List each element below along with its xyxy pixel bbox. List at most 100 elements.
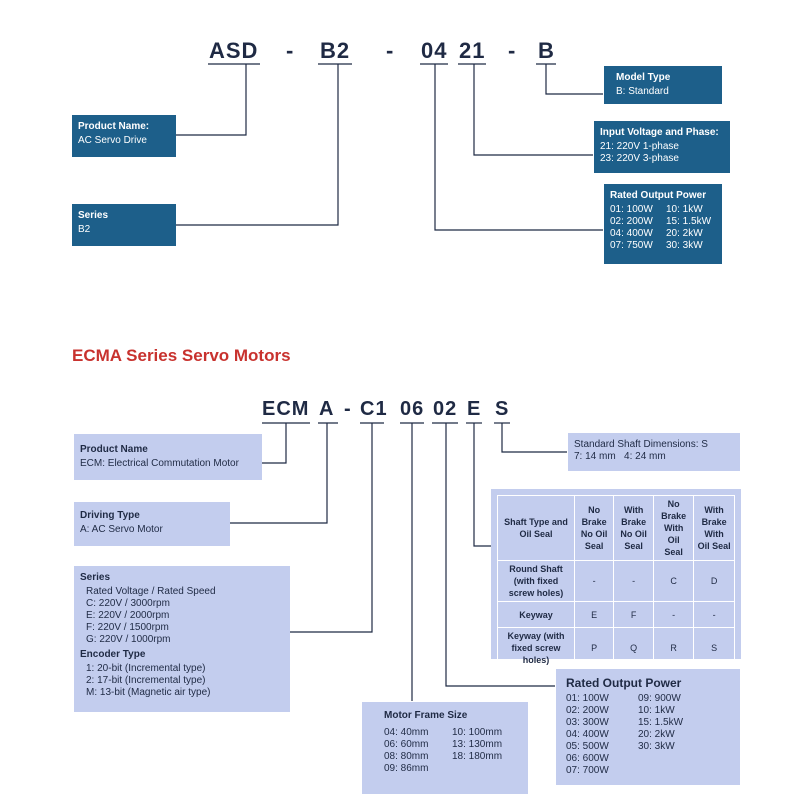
shaft-table-cell: - bbox=[693, 601, 735, 628]
shaft-dim-desc: 7: 14 mm 4: 24 mm bbox=[574, 451, 666, 462]
shaft-table-header: With Brake No Oil Seal bbox=[613, 495, 655, 561]
encoder-line: M: 13-bit (Magnetic air type) bbox=[86, 687, 211, 698]
drive-power-item: 20: 2kW bbox=[666, 228, 703, 239]
motor-power-item: 20: 2kW bbox=[638, 729, 675, 740]
frame-size-item: 09: 86mm bbox=[384, 763, 429, 774]
motor-series-title: Series bbox=[80, 572, 111, 583]
shaft-table-cell: - bbox=[573, 560, 615, 602]
input-voltage-box: Input Voltage and Phase: 21: 220V 1-phas… bbox=[594, 121, 730, 173]
motor-code-06: 06 bbox=[400, 398, 425, 420]
frame-size-item: 10: 100mm bbox=[452, 727, 503, 738]
frame-size-title: Motor Frame Size bbox=[384, 710, 468, 721]
shaft-table-cell: R bbox=[653, 627, 695, 669]
drive-power-item: 01: 100W bbox=[610, 204, 653, 215]
shaft-table-box: Shaft Type and Oil Seal No Brake No Oil … bbox=[491, 489, 741, 669]
model-type-desc: B: Standard bbox=[616, 86, 669, 97]
shaft-table-header: With Brake With Oil Seal bbox=[693, 495, 735, 561]
drive-code-asd: ASD bbox=[209, 38, 259, 63]
series-line: C: 220V / 3000rpm bbox=[86, 598, 170, 609]
shaft-table-cell: P bbox=[573, 627, 615, 669]
shaft-table-cell: Keyway (with fixed screw holes) bbox=[497, 627, 575, 669]
motor-power-item bbox=[638, 765, 730, 777]
drive-product-name-box: Product Name: AC Servo Drive bbox=[72, 115, 176, 157]
motor-power-item: 03: 300W bbox=[566, 717, 609, 728]
drive-power-item: 04: 400W bbox=[610, 228, 653, 239]
motor-rated-power-title: Rated Output Power bbox=[566, 676, 682, 690]
drive-series-title: Series bbox=[78, 210, 109, 221]
driving-type-box: Driving Type A: AC Servo Motor bbox=[74, 502, 230, 546]
motor-product-name-desc: ECM: Electrical Commutation Motor bbox=[80, 458, 239, 469]
motor-product-name-box: Product Name ECM: Electrical Commutation… bbox=[74, 434, 262, 480]
motor-product-name-title: Product Name bbox=[80, 444, 148, 455]
drive-code-dash1: - bbox=[286, 38, 295, 63]
shaft-table-cell: E bbox=[573, 601, 615, 628]
drive-product-name-desc: AC Servo Drive bbox=[78, 135, 147, 146]
motor-power-item: 02: 200W bbox=[566, 705, 609, 716]
frame-size-item: 06: 60mm bbox=[384, 739, 429, 750]
drive-code-dash3: - bbox=[508, 38, 517, 63]
frame-size-item: 04: 40mm bbox=[384, 727, 429, 738]
drive-code-04: 04 bbox=[421, 38, 448, 63]
shaft-dim-box: Standard Shaft Dimensions: S 7: 14 mm 4:… bbox=[568, 433, 740, 471]
driving-type-desc: A: AC Servo Motor bbox=[80, 524, 163, 535]
shaft-table-header: No Brake No Oil Seal bbox=[573, 495, 615, 561]
motor-power-item: 01: 100W bbox=[566, 693, 609, 704]
motor-power-item: 10: 1kW bbox=[638, 705, 675, 716]
series-line: G: 220V / 1000rpm bbox=[86, 634, 171, 645]
motor-series-box: Series Rated Voltage / Rated Speed C: 22… bbox=[74, 566, 290, 712]
shaft-table-cell: - bbox=[653, 601, 695, 628]
drive-code-b: B bbox=[538, 38, 555, 63]
motor-power-item: 09: 900W bbox=[638, 693, 681, 704]
shaft-table: Shaft Type and Oil Seal No Brake No Oil … bbox=[497, 495, 735, 669]
model-type-box: Model Type B: Standard bbox=[604, 66, 722, 104]
frame-size-item: 13: 130mm bbox=[452, 739, 503, 750]
motor-code-dash: - bbox=[344, 398, 352, 420]
shaft-table-cell: F bbox=[613, 601, 655, 628]
shaft-table-cell: D bbox=[693, 560, 735, 602]
motor-power-item: 04: 400W bbox=[566, 729, 609, 740]
motor-code-ecm: ECM bbox=[262, 398, 310, 420]
drive-rated-power-box: Rated Output Power 01: 100W 10: 1kW 02: … bbox=[604, 184, 722, 264]
model-type-title: Model Type bbox=[616, 72, 671, 83]
shaft-table-header: No Brake With Oil Seal bbox=[653, 495, 695, 561]
input-voltage-line-1: 21: 220V 1-phase bbox=[600, 141, 679, 152]
drive-code-b2: B2 bbox=[320, 38, 351, 63]
encoder-line: 1: 20-bit (Incremental type) bbox=[86, 663, 206, 674]
shaft-table-cell: Round Shaft (with fixed screw holes) bbox=[497, 560, 575, 602]
shaft-table-header: Shaft Type and Oil Seal bbox=[497, 495, 575, 561]
shaft-table-cell: Keyway bbox=[497, 601, 575, 628]
drive-power-item: 02: 200W bbox=[610, 216, 653, 227]
drive-power-item: 07: 750W bbox=[610, 240, 653, 251]
motor-power-item bbox=[638, 753, 730, 765]
drive-rated-power-title: Rated Output Power bbox=[610, 190, 707, 201]
series-line: E: 220V / 2000rpm bbox=[86, 610, 170, 621]
frame-size-box: Motor Frame Size 04: 40mm 10: 100mm 06: … bbox=[362, 702, 528, 794]
motor-code-e: E bbox=[467, 398, 482, 420]
driving-type-title: Driving Type bbox=[80, 510, 140, 521]
drive-code-21: 21 bbox=[459, 38, 486, 63]
motor-code-s: S bbox=[495, 398, 510, 420]
motor-power-item: 15: 1.5kW bbox=[638, 717, 684, 728]
shaft-dim-title: Standard Shaft Dimensions: S bbox=[574, 439, 708, 450]
encoder-line: 2: 17-bit (Incremental type) bbox=[86, 675, 206, 686]
drive-power-item: 15: 1.5kW bbox=[666, 216, 712, 227]
motor-power-item: 06: 600W bbox=[566, 753, 609, 764]
shaft-table-cell: C bbox=[653, 560, 695, 602]
drive-power-item: 10: 1kW bbox=[666, 204, 703, 215]
input-voltage-line-2: 23: 220V 3-phase bbox=[600, 153, 679, 164]
motor-code-02: 02 bbox=[433, 398, 458, 420]
shaft-table-cell: Q bbox=[613, 627, 655, 669]
frame-size-item: 18: 180mm bbox=[452, 751, 503, 762]
frame-size-item: 08: 80mm bbox=[384, 751, 429, 762]
encoder-type-title: Encoder Type bbox=[80, 649, 146, 660]
motor-power-item: 30: 3kW bbox=[638, 741, 675, 752]
motor-rated-power-box: Rated Output Power 01: 100W 09: 900W 02:… bbox=[556, 669, 740, 785]
drive-code-dash2: - bbox=[386, 38, 395, 63]
motor-section-heading: ECMA Series Servo Motors bbox=[72, 346, 291, 365]
series-line: F: 220V / 1500rpm bbox=[86, 622, 169, 633]
input-voltage-title: Input Voltage and Phase: bbox=[600, 127, 719, 138]
series-line: Rated Voltage / Rated Speed bbox=[86, 586, 216, 597]
drive-series-box: Series B2 bbox=[72, 204, 176, 246]
drive-power-item: 30: 3kW bbox=[666, 240, 703, 251]
